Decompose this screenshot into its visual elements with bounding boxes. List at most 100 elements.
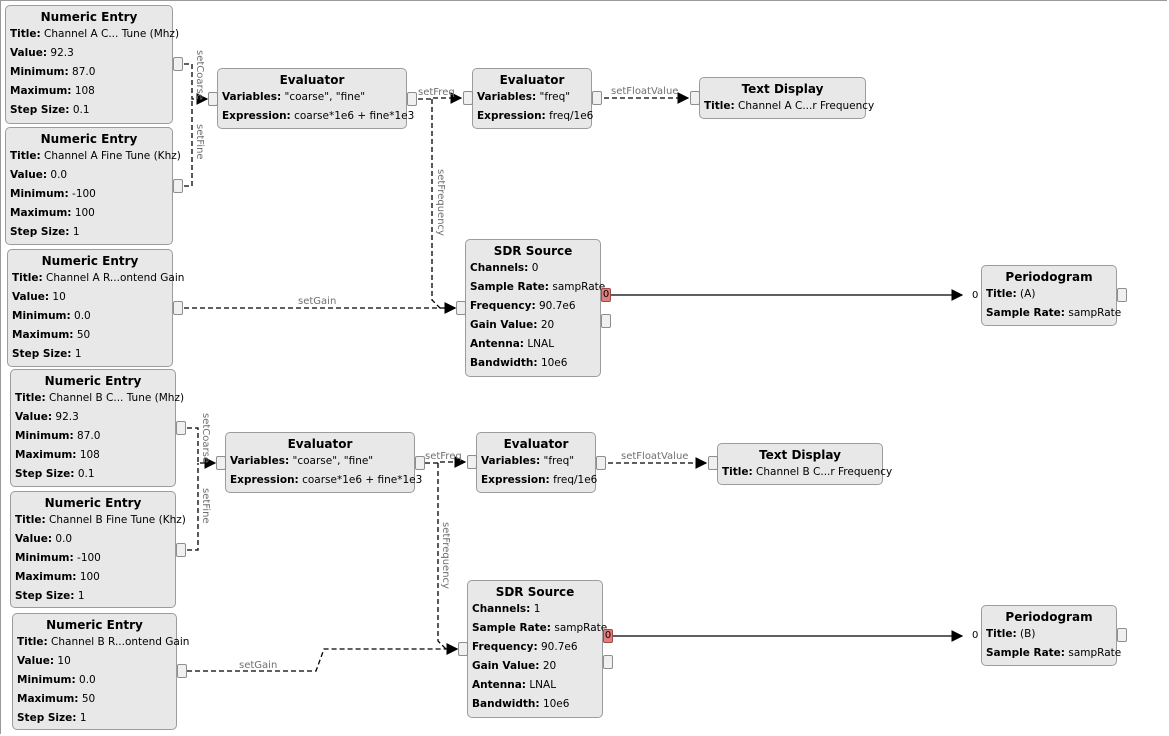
param-value: sampRate [1068, 647, 1122, 659]
output-port[interactable] [603, 655, 613, 669]
param-value: freq/1e6 [549, 110, 594, 122]
output-port[interactable] [1117, 628, 1127, 642]
output-port[interactable] [173, 179, 183, 193]
periodogram-block[interactable]: Periodogram Title: (B) Sample Rate: samp… [981, 605, 1121, 666]
param-key: Sample Rate: [470, 281, 549, 293]
input-port[interactable] [456, 301, 466, 315]
evaluator-block[interactable]: Evaluator Variables: "coarse", "fine" Ex… [225, 432, 422, 493]
wire-a-fine [184, 99, 193, 187]
param-key: Title: [10, 150, 41, 162]
param-value: 10 [52, 291, 66, 303]
param-key: Title: [10, 28, 41, 40]
output-port[interactable] [176, 421, 186, 435]
param-value: 20 [540, 319, 555, 331]
param-key: Title: [12, 272, 43, 284]
input-port[interactable] [467, 455, 477, 469]
param-value: 10e6 [542, 698, 570, 710]
stream-input-port[interactable]: 0 [972, 630, 979, 641]
param-value: 87.0 [72, 66, 96, 78]
block-title: Numeric Entry [41, 254, 139, 268]
input-port[interactable] [708, 456, 718, 470]
param-value: -100 [77, 552, 101, 564]
param-row: Minimum: 0.0 [13, 671, 176, 690]
param-value: 0.1 [77, 468, 95, 480]
param-row: Sample Rate: sampRate [466, 278, 605, 297]
param-row: Step Size: 1 [13, 709, 176, 728]
input-port[interactable] [463, 91, 473, 105]
text-display-block[interactable]: Text Display Title: Channel B C...r Freq… [717, 443, 892, 485]
input-port[interactable] [690, 91, 700, 105]
param-key: Variables: [222, 91, 282, 103]
evaluator-block[interactable]: Evaluator Variables: "coarse", "fine" Ex… [217, 68, 414, 129]
param-value: 0.0 [55, 533, 73, 545]
output-port[interactable] [596, 456, 606, 470]
param-value: freq/1e6 [553, 474, 598, 486]
param-row: Minimum: 0.0 [8, 307, 172, 326]
output-port[interactable] [415, 456, 425, 470]
input-port[interactable] [216, 456, 226, 470]
param-value: 92.3 [50, 47, 74, 59]
param-key: Antenna: [472, 679, 526, 691]
block-title: Text Display [741, 82, 824, 96]
param-row: Title: Channel A R...ontend Gain [8, 269, 184, 288]
evaluator-block[interactable]: Evaluator Variables: "freq" Expression: … [472, 68, 594, 129]
param-row: Frequency: 90.7e6 [468, 638, 602, 657]
param-value: Channel A Fine Tune (Khz) [44, 150, 181, 162]
evaluator-block[interactable]: Evaluator Variables: "freq" Expression: … [476, 432, 598, 493]
param-value: 92.3 [55, 411, 79, 423]
stream-output-port[interactable]: 0 [601, 288, 611, 302]
param-key: Title: [986, 628, 1017, 640]
param-row: Maximum: 108 [6, 82, 172, 101]
param-key: Minimum: [12, 310, 71, 322]
output-port[interactable] [176, 543, 186, 557]
periodogram-block[interactable]: Periodogram Title: (A) Sample Rate: samp… [981, 265, 1121, 326]
output-port[interactable] [601, 314, 611, 328]
param-value: 90.7e6 [539, 300, 576, 312]
wire-b-setgain [187, 643, 459, 672]
param-key: Title: [722, 466, 753, 478]
output-port[interactable] [173, 57, 183, 71]
param-row: Antenna: LNAL [468, 676, 602, 695]
param-key: Step Size: [10, 226, 70, 238]
param-value: 1 [72, 226, 80, 238]
output-port[interactable] [592, 91, 602, 105]
sdr-source-block[interactable]: SDR Source Channels: 0 Sample Rate: samp… [465, 239, 605, 377]
param-value: 1 [74, 348, 82, 360]
param-value: Channel A C... Tune (Mhz) [44, 28, 180, 40]
numeric-entry-block[interactable]: Numeric Entry Title: Channel A C... Tune… [5, 5, 179, 124]
output-port[interactable] [177, 664, 187, 678]
param-value: (B) [1020, 628, 1036, 640]
input-port[interactable] [458, 642, 468, 656]
param-row: Expression: coarse*1e6 + fine*1e3 [226, 471, 422, 490]
stream-input-port[interactable]: 0 [972, 290, 979, 301]
text-display-block[interactable]: Text Display Title: Channel A C...r Freq… [699, 77, 874, 119]
block-title: SDR Source [495, 585, 575, 599]
numeric-entry-block[interactable]: Numeric Entry Title: Channel A R...onten… [7, 249, 184, 367]
param-value: 0.0 [79, 674, 96, 686]
block-title: Periodogram [1005, 270, 1093, 284]
param-key: Title: [704, 100, 735, 112]
output-port[interactable] [1117, 288, 1127, 302]
param-key: Maximum: [15, 571, 77, 583]
output-port[interactable] [407, 92, 417, 106]
numeric-entry-block[interactable]: Numeric Entry Title: Channel B R...onten… [12, 613, 189, 730]
param-row: Expression: freq/1e6 [477, 471, 598, 490]
param-value: 108 [79, 449, 100, 461]
output-port[interactable] [173, 301, 183, 315]
param-row: Value: 10 [13, 652, 176, 671]
param-key: Frequency: [470, 300, 536, 312]
input-port[interactable] [208, 92, 218, 106]
stream-output-port[interactable]: 0 [603, 629, 613, 643]
param-key: Minimum: [15, 430, 74, 442]
numeric-entry-block[interactable]: Numeric Entry Title: Channel B Fine Tune… [10, 491, 186, 608]
param-key: Value: [10, 47, 48, 59]
param-key: Bandwidth: [472, 698, 540, 710]
param-value: 0.0 [74, 310, 91, 322]
param-key: Variables: [230, 455, 290, 467]
numeric-entry-block[interactable]: Numeric Entry Title: Channel B C... Tune… [10, 369, 184, 487]
wire-label-a-setgain: setGain [298, 296, 337, 307]
sdr-source-block[interactable]: SDR Source Channels: 1 Sample Rate: samp… [467, 580, 607, 718]
numeric-entry-block[interactable]: Numeric Entry Title: Channel A Fine Tune… [5, 127, 181, 245]
